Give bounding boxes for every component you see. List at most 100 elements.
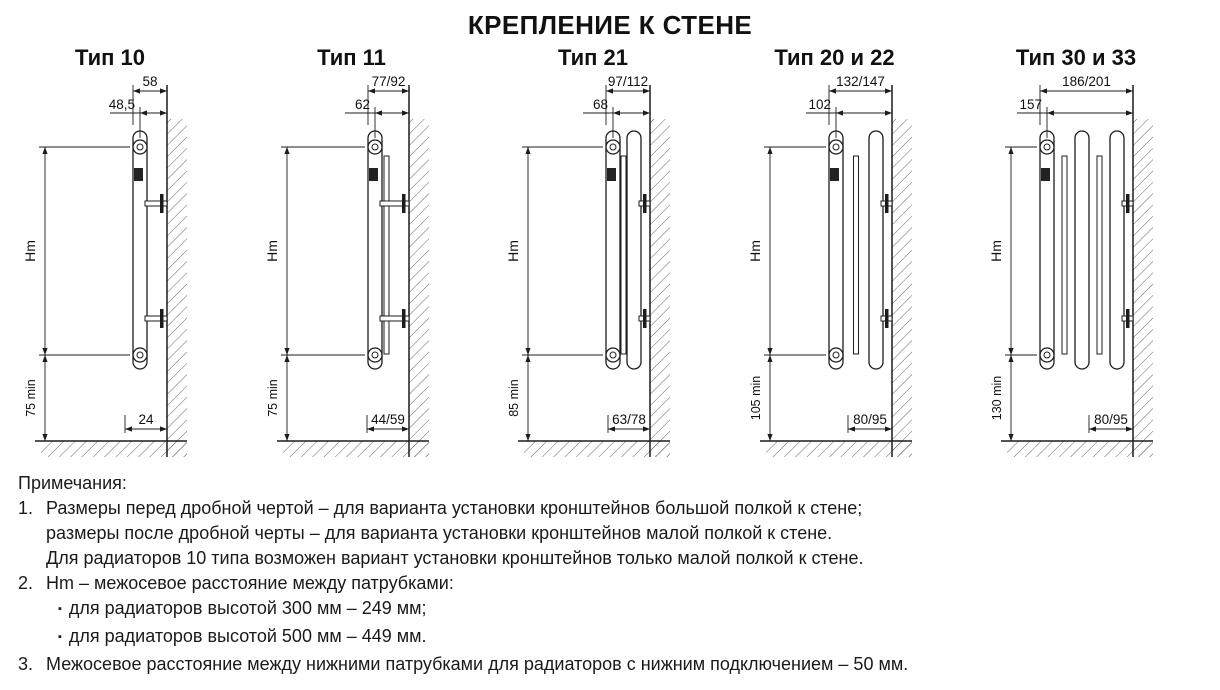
bullet-square-icon: ▪ xyxy=(58,603,62,615)
dim-axis: 62 xyxy=(344,97,409,138)
note-number: 2. xyxy=(18,573,34,593)
brand-label xyxy=(607,168,616,181)
dim-min: 75 min xyxy=(24,355,48,441)
page-title: КРЕПЛЕНИЕ К СТЕНЕ xyxy=(467,10,753,40)
wall-hatch xyxy=(167,119,187,457)
wall-bracket xyxy=(379,200,409,207)
svg-text:63/78: 63/78 xyxy=(612,412,646,427)
svg-text:75 min: 75 min xyxy=(24,379,38,417)
dim-depth: 132/147 xyxy=(828,74,892,125)
note-bullet-line: ▪ для радиаторов высотой 500 мм – 449 мм. xyxy=(46,624,1220,652)
wall-bracket-plate xyxy=(1126,309,1130,328)
bullet-square-icon: ▪ xyxy=(58,631,62,643)
note-bullet-text: для радиаторов высотой 500 мм – 449 мм. xyxy=(68,626,427,646)
brand-label xyxy=(368,168,378,181)
dim-hm: Hm xyxy=(22,146,130,356)
note-line: Межосевое расстояние между нижними патру… xyxy=(46,654,909,674)
svg-text:130 min: 130 min xyxy=(990,376,1004,421)
dim-bottom: 80/95 xyxy=(1088,412,1133,433)
wall-bracket xyxy=(379,315,409,322)
radiator xyxy=(827,130,892,370)
wall-hatch xyxy=(408,119,429,457)
svg-text:62: 62 xyxy=(354,97,369,112)
note-number: 1. xyxy=(18,498,34,518)
diagram-title: Тип 11 xyxy=(317,45,386,70)
svg-text:80/95: 80/95 xyxy=(853,412,887,427)
note-line: Для радиаторов 10 типа возможен вариант … xyxy=(46,548,864,568)
wall-bracket-plate xyxy=(401,194,405,213)
svg-text:Hm: Hm xyxy=(505,240,521,262)
svg-text:132/147: 132/147 xyxy=(836,74,885,89)
wall-bracket-plate xyxy=(643,309,647,328)
dim-hm: Hm xyxy=(988,146,1037,356)
wall-bracket-plate xyxy=(884,309,888,328)
brand-label xyxy=(134,168,143,181)
dim-depth: 58 xyxy=(132,74,167,125)
radiator xyxy=(605,130,651,370)
dim-min: 75 min xyxy=(266,355,290,441)
brand-label xyxy=(829,168,839,181)
wall-bracket-plate xyxy=(160,194,164,213)
dim-hm: Hm xyxy=(264,146,365,356)
radiator xyxy=(132,130,168,370)
svg-text:24: 24 xyxy=(138,412,154,427)
svg-text:44/59: 44/59 xyxy=(371,412,405,427)
svg-text:48,5: 48,5 xyxy=(109,97,135,112)
wall-bracket xyxy=(144,200,168,207)
svg-text:80/95: 80/95 xyxy=(1094,412,1128,427)
note-bullet-line: ▪для радиаторов высотой 300 мм – 249 мм; xyxy=(46,596,1220,624)
dim-min: 130 min xyxy=(990,355,1014,441)
dim-axis: 102 xyxy=(805,97,892,138)
wall-hatch xyxy=(1133,119,1153,457)
radiator xyxy=(1039,130,1134,370)
dim-bottom: 44/59 xyxy=(366,412,409,433)
diagram-title: Тип 21 xyxy=(558,45,628,70)
dim-axis: 48,5 xyxy=(109,97,167,138)
wall-bracket-plate xyxy=(160,309,164,328)
dim-min: 105 min xyxy=(749,355,773,441)
brand-label xyxy=(1041,168,1050,181)
wall-bracket-plate xyxy=(401,309,405,328)
note-item-2: 2. Hm – межосевое расстояние между патру… xyxy=(18,571,1220,652)
notes-heading: Примечания: xyxy=(18,473,127,493)
floor-hatch xyxy=(1007,441,1153,457)
svg-text:77/92: 77/92 xyxy=(371,74,405,89)
dim-axis: 68 xyxy=(583,97,650,138)
svg-text:102: 102 xyxy=(808,97,831,112)
dim-depth: 186/201 xyxy=(1039,74,1133,125)
svg-text:Hm: Hm xyxy=(988,240,1004,262)
note-line: Hm – межосевое расстояние между патрубка… xyxy=(46,573,454,593)
dim-bottom: 63/78 xyxy=(607,412,650,433)
floor-hatch xyxy=(524,441,670,457)
svg-text:157: 157 xyxy=(1019,97,1042,112)
floor-hatch xyxy=(41,441,187,457)
svg-text:58: 58 xyxy=(142,74,157,89)
diagram-title: Тип 30 и 33 xyxy=(1015,45,1137,70)
svg-text:Hm: Hm xyxy=(747,240,763,262)
dim-hm: Hm xyxy=(747,146,826,356)
wall-bracket-plate xyxy=(1126,194,1130,213)
floor-hatch xyxy=(282,441,429,457)
radiator xyxy=(366,130,409,370)
note-item-1: 1. Размеры перед дробной чертой – для ва… xyxy=(18,496,1220,571)
svg-text:Hm: Hm xyxy=(22,240,38,262)
dim-min: 85 min xyxy=(507,355,531,441)
dim-bottom: 80/95 xyxy=(847,412,892,433)
wall-bracket-plate xyxy=(643,194,647,213)
note-number: 3. xyxy=(18,654,34,674)
note-item-3: 3. Межосевое расстояние между нижними па… xyxy=(18,652,1220,677)
notes-section: Примечания: 1. Размеры перед дробной чер… xyxy=(0,463,1220,677)
dim-hm: Hm xyxy=(505,146,603,356)
note-line: размеры после дробной черты – для вариан… xyxy=(46,523,833,543)
